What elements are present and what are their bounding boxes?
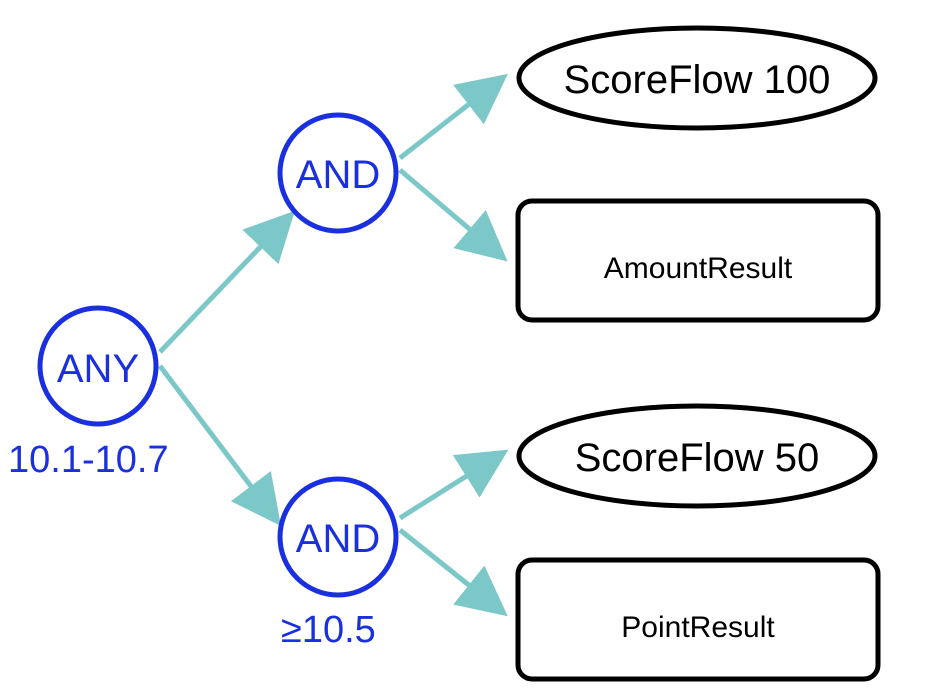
threshold-caption: ≥10.5 bbox=[281, 609, 376, 651]
result-node-scoreflow-50-ellipse bbox=[516, 403, 878, 509]
edge-root-to-and-top bbox=[158, 210, 295, 354]
logic-node-and-bottom-circle bbox=[277, 476, 399, 598]
result-node-scoreflow-100-label: ScoreFlow 100 bbox=[564, 58, 831, 102]
root-range-caption: 10.1-10.7 bbox=[8, 439, 169, 481]
logic-node-and-bottom-label: AND bbox=[296, 517, 380, 561]
logic-node-root[interactable]: ANY bbox=[37, 305, 159, 427]
logic-node-and-top[interactable]: AND bbox=[277, 112, 399, 234]
logic-node-root-label: ANY bbox=[57, 347, 139, 391]
logic-node-and-top-circle bbox=[277, 112, 399, 234]
result-node-pointresult-box bbox=[515, 557, 881, 682]
result-node-scoreflow-100-ellipse bbox=[516, 25, 878, 131]
result-node-amountresult[interactable]: AmountResult bbox=[515, 198, 881, 323]
edge-and-bottom-to-scoreflow-50 bbox=[398, 449, 509, 521]
result-node-amountresult-label: AmountResult bbox=[604, 252, 793, 285]
result-node-pointresult-label: PointResult bbox=[621, 611, 775, 644]
logic-node-and-bottom[interactable]: AND bbox=[277, 476, 399, 598]
edge-and-top-to-amountresult bbox=[398, 168, 508, 262]
edge-and-bottom-to-pointresult bbox=[398, 528, 508, 617]
result-node-scoreflow-50[interactable]: ScoreFlow 50 bbox=[516, 403, 878, 509]
logic-node-and-top-label: AND bbox=[296, 153, 380, 197]
result-node-pointresult[interactable]: PointResult bbox=[515, 557, 881, 682]
edges-group bbox=[158, 73, 509, 617]
edge-and-top-to-scoreflow-100 bbox=[398, 73, 508, 160]
result-node-scoreflow-50-label: ScoreFlow 50 bbox=[575, 436, 820, 480]
logic-node-root-circle bbox=[37, 305, 159, 427]
result-node-scoreflow-100[interactable]: ScoreFlow 100 bbox=[516, 25, 878, 131]
result-node-amountresult-box bbox=[515, 198, 881, 323]
edge-root-to-and-bottom bbox=[158, 364, 282, 526]
